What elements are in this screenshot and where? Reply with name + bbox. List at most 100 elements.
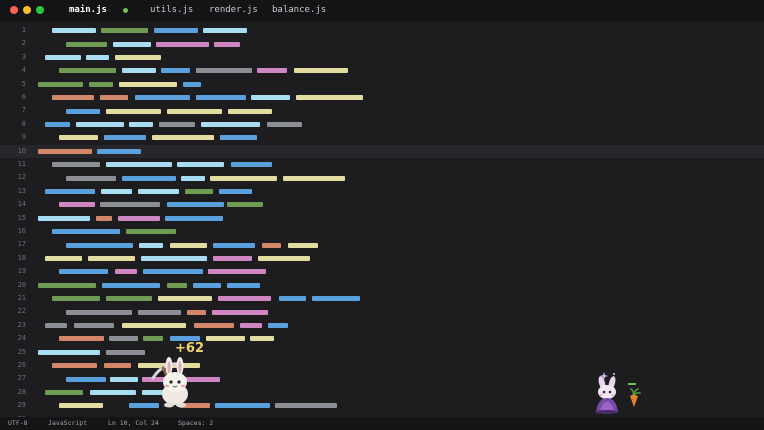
code-token	[110, 376, 138, 382]
tab-balance-js[interactable]: balance.js	[272, 5, 327, 15]
line-number: 3	[21, 52, 26, 61]
code-token	[45, 122, 70, 127]
code-token	[210, 175, 277, 181]
code-token	[76, 122, 124, 127]
code-token	[196, 95, 246, 101]
code-token	[45, 390, 83, 395]
code-token	[38, 215, 90, 221]
zoom-window-button[interactable]	[36, 6, 44, 14]
code-token	[104, 363, 131, 369]
code-token	[52, 28, 96, 34]
code-token	[213, 256, 252, 261]
code-token	[159, 122, 195, 127]
code-token	[156, 41, 209, 47]
code-token	[219, 189, 252, 194]
code-token	[59, 68, 116, 74]
code-token	[106, 162, 172, 168]
code-token	[161, 68, 190, 74]
code-token	[187, 309, 206, 315]
code-token	[45, 189, 95, 194]
code-token	[240, 323, 262, 328]
code-token	[231, 162, 272, 168]
cursor-position[interactable]: Ln 10, Col 24	[108, 419, 159, 427]
code-token	[184, 376, 220, 382]
code-token	[100, 202, 160, 208]
code-token	[113, 41, 151, 47]
code-token	[90, 390, 136, 395]
code-token	[143, 336, 163, 342]
tab-main-js[interactable]: main.js	[69, 5, 107, 15]
line-number: 8	[21, 119, 26, 128]
code-token	[180, 403, 210, 409]
code-token	[115, 269, 137, 275]
code-token	[52, 229, 120, 235]
code-token	[38, 81, 83, 87]
code-token	[52, 95, 94, 101]
code-token	[294, 68, 348, 74]
tab-utils-js[interactable]: utils.js	[150, 5, 194, 15]
code-token	[283, 175, 345, 181]
code-token	[193, 282, 221, 288]
line-number: 23	[17, 320, 26, 329]
code-token	[262, 242, 281, 248]
code-token	[138, 309, 181, 315]
code-token	[154, 28, 198, 34]
line-number: 16	[17, 227, 26, 235]
code-token	[257, 68, 287, 74]
code-token	[101, 28, 148, 34]
code-token	[100, 95, 128, 101]
code-token	[213, 242, 255, 248]
code-token	[142, 390, 172, 395]
encoding-indicator[interactable]: UTF-8	[8, 419, 28, 427]
code-token	[45, 323, 67, 328]
modified-dot-icon	[123, 8, 128, 13]
code-token	[101, 189, 132, 194]
line-number: 11	[17, 160, 26, 168]
code-token	[215, 403, 270, 409]
code-token	[138, 189, 179, 194]
code-token	[59, 135, 98, 141]
tab-render-js[interactable]: render.js	[209, 5, 258, 15]
code-token	[177, 162, 224, 168]
code-token	[227, 282, 260, 288]
line-number: 25	[17, 347, 26, 356]
line-number: 9	[21, 133, 26, 142]
line-number: 10	[17, 146, 26, 155]
code-token	[129, 403, 159, 409]
code-token	[227, 202, 263, 208]
minimize-window-button[interactable]	[23, 6, 31, 14]
code-token	[170, 242, 207, 248]
enemy-health-bar	[628, 383, 636, 385]
code-token	[275, 403, 337, 409]
line-number: 18	[17, 253, 26, 262]
code-token	[88, 256, 135, 261]
code-token	[59, 202, 95, 208]
code-token	[104, 135, 146, 141]
line-number: 28	[17, 387, 26, 396]
score-popup: +62	[175, 341, 204, 356]
line-number: 7	[21, 106, 26, 115]
line-number: 22	[17, 307, 26, 316]
code-token	[167, 202, 224, 208]
code-token	[66, 108, 100, 114]
code-token	[228, 108, 272, 114]
code-token	[122, 175, 176, 181]
code-token	[38, 148, 92, 154]
code-token	[212, 309, 268, 315]
current-line-highlight	[0, 144, 764, 158]
code-token	[126, 229, 176, 235]
title-bar: main.js utils.js render.js balance.js	[0, 0, 764, 21]
code-token	[102, 282, 160, 288]
line-number: 26	[17, 361, 26, 369]
code-token	[167, 108, 222, 114]
language-indicator[interactable]: JavaScript	[48, 419, 88, 427]
code-token	[170, 336, 200, 342]
line-number: 15	[17, 213, 26, 222]
code-token	[141, 256, 207, 261]
code-token	[89, 81, 113, 87]
indentation-indicator[interactable]: Spaces: 2	[178, 419, 214, 427]
close-window-button[interactable]	[10, 6, 18, 14]
code-token	[268, 323, 288, 328]
code-token	[52, 162, 100, 168]
